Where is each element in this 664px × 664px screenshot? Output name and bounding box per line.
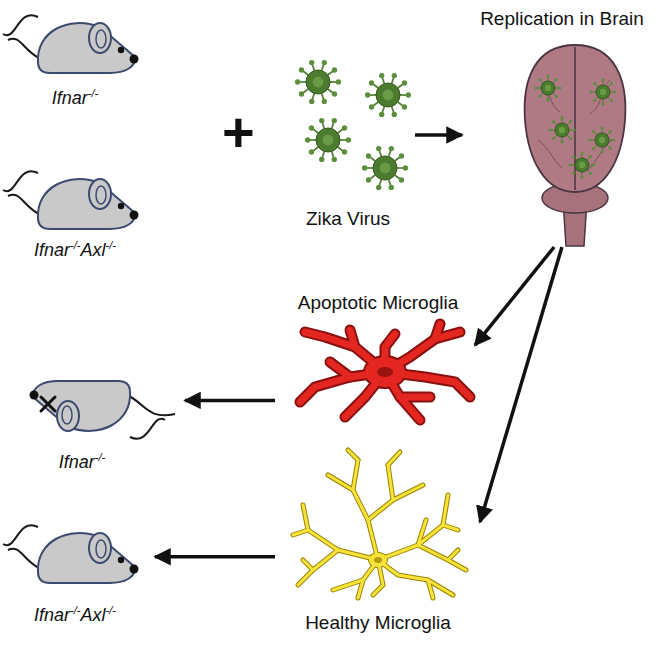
arrow-connector (155, 555, 275, 559)
virus (589, 127, 616, 154)
figure-node: Ifnar-/-Axl-/- (5, 515, 155, 645)
dead-eye-x (41, 397, 55, 411)
figure-node: Ifnar-/- (5, 5, 150, 115)
virus (362, 146, 408, 190)
arrow-connector (415, 133, 462, 137)
node-label: Replication in Brain (480, 8, 644, 31)
arrow-connector (480, 247, 562, 522)
arrow-connector (185, 399, 275, 403)
figure-node: Zika Virus (280, 50, 415, 235)
node-label: Ifnar-/-Axl-/- (34, 240, 116, 262)
mouse-dead (30, 381, 176, 439)
node-label: Healthy Microglia (305, 612, 451, 635)
brain (525, 45, 626, 246)
node-label: Ifnar-/- (52, 88, 99, 110)
figure-node: Healthy Microglia (275, 440, 480, 645)
figure-node: Apoptotic Microglia (275, 290, 475, 428)
mouse-alive (3, 525, 139, 583)
virus (295, 60, 341, 104)
arrow-connector (475, 247, 554, 345)
node-label: Apoptotic Microglia (298, 292, 459, 315)
microglia (293, 324, 470, 598)
figure-node: Replication in Brain (462, 5, 658, 247)
node-label: Zika Virus (306, 208, 390, 231)
node-label: Ifnar-/-Axl-/- (34, 605, 116, 627)
virus (305, 118, 351, 162)
node-label: Ifnar-/- (59, 452, 106, 474)
figure-node: Ifnar-/-Axl-/- (5, 160, 150, 265)
virus (535, 75, 562, 102)
virus (569, 152, 596, 179)
mouse-alive (3, 15, 139, 73)
figure-node: Ifnar-/- (5, 355, 185, 480)
virus (590, 79, 617, 106)
microglia-cell (300, 324, 470, 420)
mouse-alive (3, 171, 139, 229)
microglia-cell (293, 450, 466, 598)
plus-sign: + (222, 104, 255, 160)
virus-particles (295, 60, 617, 190)
virus (365, 73, 411, 117)
virus (549, 117, 576, 144)
